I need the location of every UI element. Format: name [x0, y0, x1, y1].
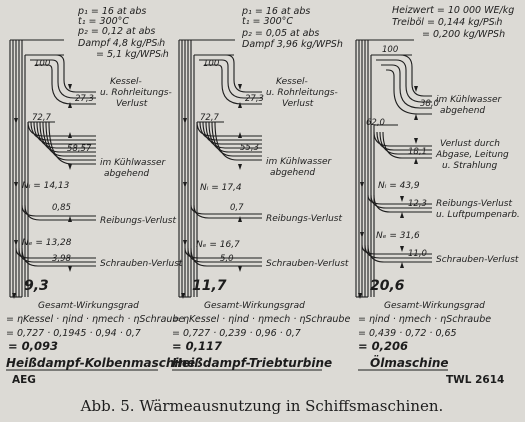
- loss-1-label-3: Verlust: [116, 99, 148, 109]
- result: = 0,093: [8, 339, 58, 353]
- ne-label: Nₑ = 13,28: [22, 238, 72, 248]
- loss-1-label-1: im Kühlwasser: [436, 95, 502, 105]
- sankey-flow-2: [178, 39, 262, 298]
- loss-4-value: 5,0: [220, 254, 234, 264]
- gesamt-label: Gesamt-Wirkungsgrad: [384, 301, 485, 311]
- loss-4-label: Schrauben-Verlust: [266, 259, 349, 269]
- header-line-5: = 5,1 kg/WPSᵢh: [96, 49, 169, 60]
- ne-label: Nₑ = 16,7: [196, 240, 240, 250]
- header-line-2: Treiböl = 0,144 kg/PSᵢh: [392, 17, 502, 28]
- panel-kolbenmaschine: p₁ = 16 at abs t₁ = 300°C p₂ = 0,12 at a…: [6, 6, 195, 386]
- machine-name: Heißdampf-Kolbenmaschine: [6, 356, 195, 370]
- loss-1-label-2: u. Rohrleitungs-: [266, 88, 338, 98]
- loss-2-label-2: abgehend: [104, 169, 149, 179]
- formula: = ηKessel · ηind · ηmech · ηSchraube: [172, 314, 350, 325]
- result: = 0,206: [358, 339, 408, 353]
- loss-3-value: 0,7: [230, 203, 244, 213]
- numbers: = 0,727 · 0,1945 · 0,94 · 0,7: [6, 328, 141, 339]
- ni-label: Nᵢ = 17,4: [200, 183, 242, 193]
- header-line-3: = 0,200 kg/WPSh: [422, 29, 505, 40]
- machine-name: Ölmaschine: [370, 355, 449, 370]
- top-value: 100: [34, 59, 50, 69]
- formula: = ηKessel · ηind · ηmech · ηSchraube: [6, 314, 184, 325]
- panel-oelmaschine: Heizwert = 10 000 WE/kg Treiböl = 0,144 …: [355, 5, 520, 386]
- result: = 0,117: [172, 339, 222, 353]
- loss-1-value: 27,3: [245, 94, 264, 104]
- loss-3-value: 0,85: [52, 203, 71, 213]
- loss-4-label: Schrauben-Verlust: [100, 259, 183, 269]
- after-first-value: 72,7: [32, 113, 52, 123]
- top-value: 100: [382, 45, 398, 55]
- top-value: 100: [203, 59, 219, 69]
- twl-mark: TWL 2614: [446, 374, 504, 386]
- sankey-flow-1: [9, 39, 96, 298]
- loss-3-label-1: Reibungs-Verlust: [436, 199, 512, 209]
- loss-1-value: 27,3: [75, 94, 94, 104]
- sankey-flow-3: [355, 39, 432, 298]
- loss-1-label-3: Verlust: [282, 99, 314, 109]
- loss-3-label-2: u. Luftpumpenarb.: [436, 210, 520, 220]
- header-line-3: p₂ = 0,05 at abs: [241, 28, 319, 39]
- loss-2-label-1: im Kühlwasser: [100, 158, 166, 168]
- header-line-1: p₁ = 16 at abs: [241, 6, 310, 17]
- after-first-value: 72,7: [200, 113, 220, 123]
- loss-3-value: 12,3: [408, 199, 427, 209]
- gesamt-label: Gesamt-Wirkungsgrad: [204, 301, 305, 311]
- aeg-mark: AEG: [12, 374, 36, 386]
- header-line-4: Dampf 4,8 kg/PSᵢh: [78, 38, 165, 49]
- loss-2-label-1: Verlust durch: [440, 139, 500, 149]
- loss-1-value: 38,0: [420, 99, 439, 109]
- loss-1-label-1: Kessel-: [110, 77, 142, 87]
- loss-4-value: 11,0: [408, 249, 427, 259]
- loss-4-label: Schrauben-Verlust: [436, 255, 519, 265]
- loss-4-value: 3,98: [52, 254, 72, 264]
- loss-1-label-2: abgehend: [440, 106, 485, 116]
- numbers: = 0,439 · 0,72 · 0,65: [358, 328, 457, 339]
- numbers: = 0,727 · 0,239 · 0,96 · 0,7: [172, 328, 301, 339]
- loss-1-label-2: u. Rohrleitungs-: [100, 88, 172, 98]
- header-line-3: p₂ = 0,12 at abs: [77, 26, 155, 37]
- ne-label: Nₑ = 31,6: [376, 231, 420, 241]
- after-first-value: 62,0: [366, 118, 385, 128]
- ni-label: Nᵢ = 14,13: [22, 181, 70, 191]
- header-line-4: Dampf 3,96 kg/WPSh: [242, 39, 343, 50]
- loss-2-value: 55,3: [240, 143, 259, 153]
- machine-name: Heißdampf-Triebturbine: [172, 356, 332, 370]
- loss-2-value: 58,57: [67, 144, 92, 154]
- loss-2-label-2: abgehend: [270, 168, 315, 178]
- loss-3-label: Reibungs-Verlust: [266, 214, 342, 224]
- loss-2-label-3: u. Strahlung: [442, 161, 497, 171]
- gesamt-label: Gesamt-Wirkungsgrad: [38, 301, 139, 311]
- header-line-2: t₁ = 300°C: [78, 16, 129, 27]
- loss-1-label-1: Kessel-: [276, 77, 308, 87]
- header-line-1: Heizwert = 10 000 WE/kg: [392, 5, 514, 16]
- output-value: 9,3: [24, 278, 49, 294]
- panel-triebturbine: p₁ = 16 at abs t₁ = 300°C p₂ = 0,05 at a…: [172, 6, 350, 371]
- formula: = ηind · ηmech · ηSchraube: [358, 314, 491, 325]
- figure-caption: Abb. 5. Wärmeausnutzung in Schiffsmaschi…: [80, 397, 444, 415]
- loss-2-label-2: Abgase, Leitung: [435, 150, 509, 160]
- loss-3-label: Reibungs-Verlust: [100, 216, 176, 226]
- ni-label: Nᵢ = 43,9: [378, 181, 420, 191]
- output-value: 11,7: [192, 278, 227, 294]
- loss-2-value: 18,1: [408, 147, 427, 157]
- header-line-1: p₁ = 16 at abs: [77, 6, 146, 17]
- output-value: 20,6: [370, 278, 405, 294]
- loss-2-label-1: im Kühlwasser: [266, 157, 332, 167]
- header-line-2: t₁ = 300°C: [242, 16, 293, 27]
